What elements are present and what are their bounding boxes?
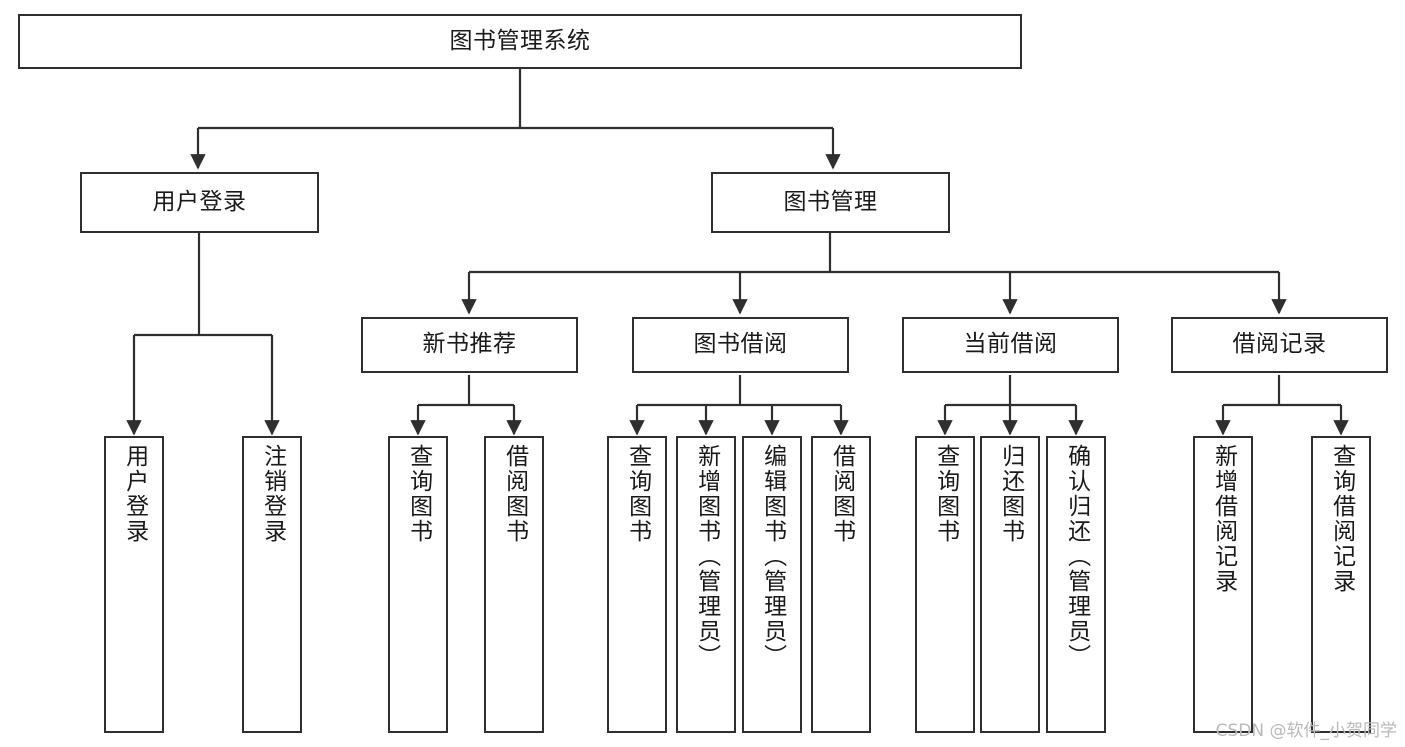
node-new-book-recommend[interactable]: 新书推荐 bbox=[361, 317, 578, 373]
leaf-book-borrow-query-label: 查询图书 bbox=[624, 444, 651, 544]
leaf-user-login-logout[interactable]: 注销登录 bbox=[242, 436, 302, 733]
node-root-label: 图书管理系统 bbox=[449, 27, 591, 54]
node-new-book-recommend-label: 新书推荐 bbox=[422, 331, 517, 358]
leaf-user-login-login[interactable]: 用户登录 bbox=[104, 436, 164, 733]
leaf-book-borrow-edit-label: 编辑图书（管理员） bbox=[759, 444, 786, 669]
node-user-login-label: 用户登录 bbox=[152, 188, 247, 215]
node-current-borrow-label: 当前借阅 bbox=[963, 331, 1058, 358]
leaf-current-borrow-confirm[interactable]: 确认归还（管理员） bbox=[1046, 436, 1106, 733]
node-book-manage-label: 图书管理 bbox=[783, 188, 878, 215]
leaf-user-login-logout-label: 注销登录 bbox=[259, 444, 286, 544]
node-root[interactable]: 图书管理系统 bbox=[18, 14, 1022, 69]
leaf-book-borrow-add[interactable]: 新增图书（管理员） bbox=[676, 436, 736, 733]
leaf-borrow-record-query[interactable]: 查询借阅记录 bbox=[1311, 436, 1371, 733]
leaf-book-borrow-borrow[interactable]: 借阅图书 bbox=[811, 436, 871, 733]
leaf-current-borrow-return-label: 归还图书 bbox=[997, 444, 1024, 544]
node-current-borrow[interactable]: 当前借阅 bbox=[902, 317, 1119, 373]
leaf-new-book-query-label: 查询图书 bbox=[405, 444, 432, 544]
leaf-borrow-record-add[interactable]: 新增借阅记录 bbox=[1193, 436, 1253, 733]
node-book-manage[interactable]: 图书管理 bbox=[711, 172, 950, 233]
leaf-borrow-record-add-label: 新增借阅记录 bbox=[1210, 444, 1237, 594]
leaf-current-borrow-query-label: 查询图书 bbox=[932, 444, 959, 544]
leaf-book-borrow-borrow-label: 借阅图书 bbox=[828, 444, 855, 544]
leaf-borrow-record-query-label: 查询借阅记录 bbox=[1328, 444, 1355, 594]
node-user-login[interactable]: 用户登录 bbox=[80, 172, 319, 233]
node-borrow-record-label: 借阅记录 bbox=[1232, 331, 1327, 358]
watermark-text: CSDN @软件_小贺同学 bbox=[1215, 721, 1397, 741]
leaf-book-borrow-edit[interactable]: 编辑图书（管理员） bbox=[742, 436, 802, 733]
leaf-current-borrow-confirm-label: 确认归还（管理员） bbox=[1063, 444, 1090, 669]
leaf-book-borrow-add-label: 新增图书（管理员） bbox=[693, 444, 720, 669]
node-book-borrow-label: 图书借阅 bbox=[693, 331, 788, 358]
leaf-current-borrow-return[interactable]: 归还图书 bbox=[980, 436, 1040, 733]
leaf-new-book-borrow[interactable]: 借阅图书 bbox=[484, 436, 544, 733]
leaf-new-book-query[interactable]: 查询图书 bbox=[388, 436, 448, 733]
leaf-book-borrow-query[interactable]: 查询图书 bbox=[607, 436, 667, 733]
leaf-current-borrow-query[interactable]: 查询图书 bbox=[915, 436, 975, 733]
node-borrow-record[interactable]: 借阅记录 bbox=[1171, 317, 1388, 373]
leaf-user-login-login-label: 用户登录 bbox=[121, 444, 148, 544]
node-book-borrow[interactable]: 图书借阅 bbox=[632, 317, 849, 373]
leaf-new-book-borrow-label: 借阅图书 bbox=[501, 444, 528, 544]
